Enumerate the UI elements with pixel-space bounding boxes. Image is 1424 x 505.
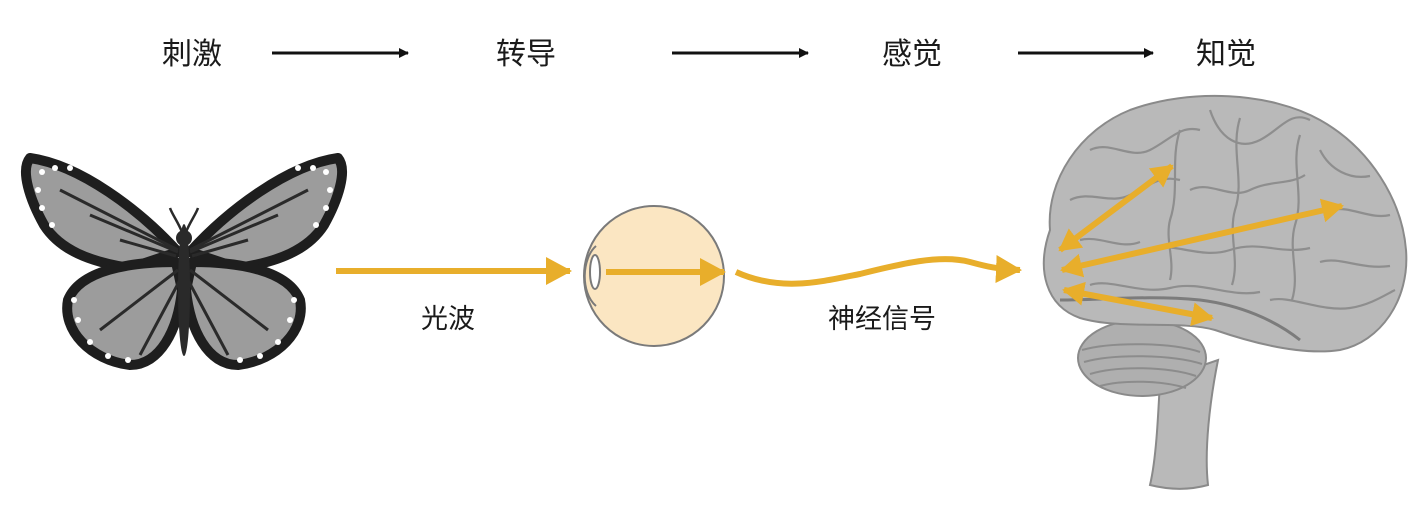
- brain-signal-arrows: [1058, 163, 1344, 327]
- nerve-signal-label: 神经信号: [828, 304, 936, 335]
- brain-arrow-right: [1060, 198, 1344, 278]
- brain-arrow-lower: [1062, 281, 1214, 327]
- light-wave-label: 光波: [421, 304, 475, 335]
- eye-icon: [583, 205, 725, 347]
- butterfly-icon: [21, 153, 347, 370]
- stage-row: 刺激 转导 感觉 知觉: [162, 37, 1256, 72]
- nerve-signal-arrow: [734, 255, 1022, 287]
- stage-perception-label: 知觉: [1196, 37, 1256, 72]
- stage-stimulus-label: 刺激: [162, 37, 222, 72]
- brain-icon: [1042, 94, 1408, 490]
- stage-sensation-label: 感觉: [882, 37, 942, 72]
- stage-transduction-label: 转导: [496, 37, 556, 72]
